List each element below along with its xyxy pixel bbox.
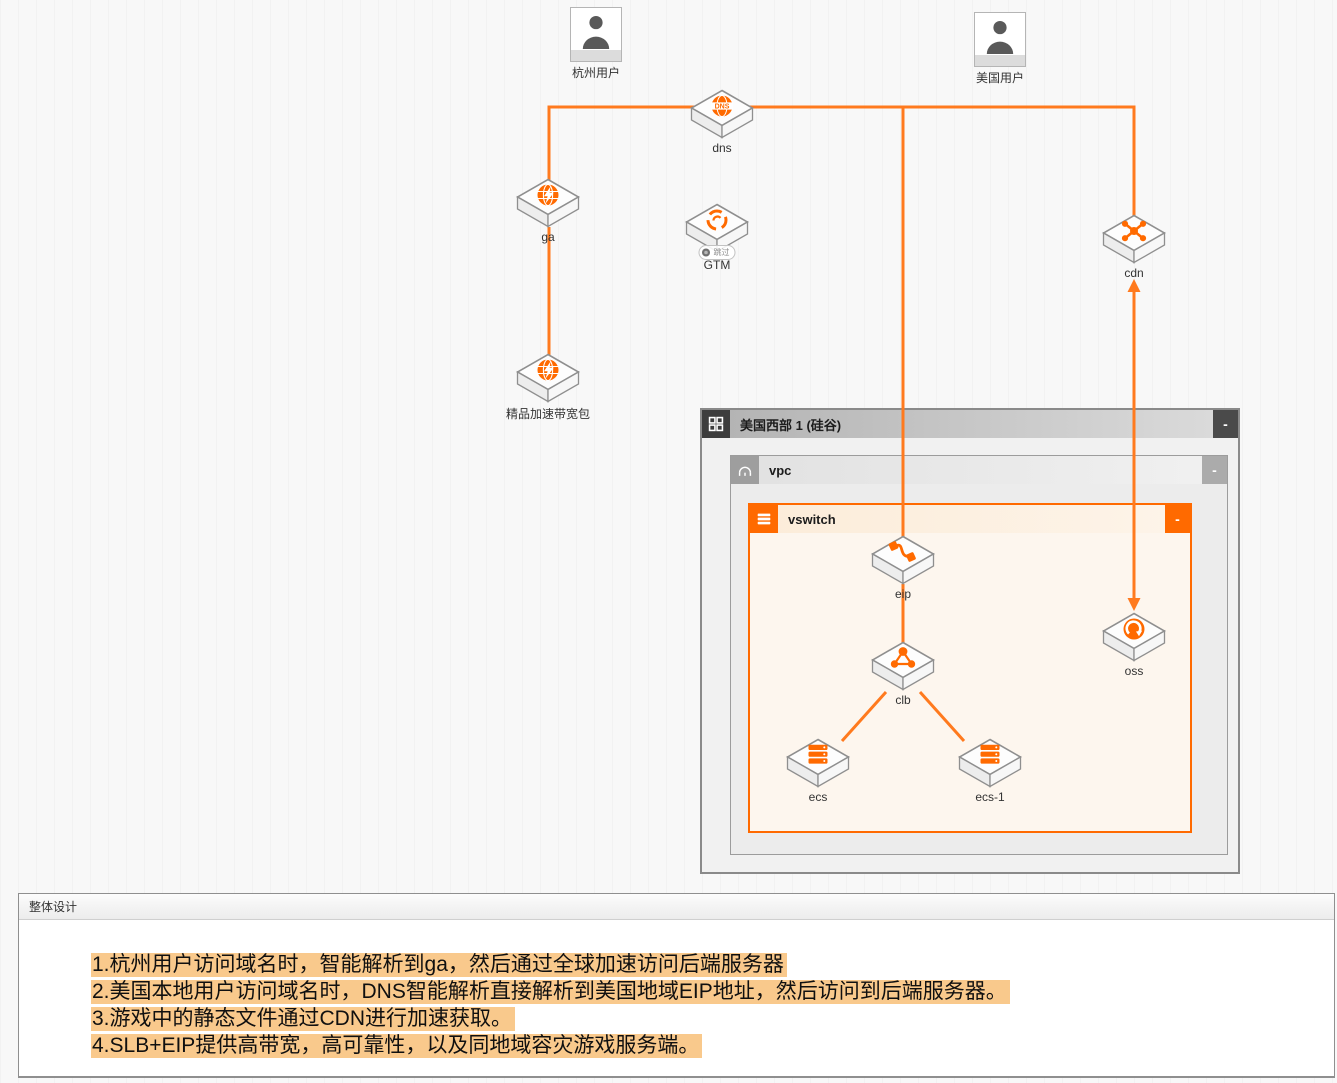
node-ga[interactable]: ga <box>516 178 580 244</box>
group-vswitch-title: vswitch <box>788 511 836 527</box>
eip-icon <box>871 535 935 585</box>
vswitch-icon <box>750 505 778 533</box>
node-ga-label: ga <box>541 230 555 244</box>
node-ecs-1[interactable]: ecs-1 <box>958 738 1022 804</box>
bandwidth-icon <box>516 353 580 403</box>
node-dns[interactable]: DNS dns <box>690 89 754 155</box>
arrowhead-to-cdn <box>1127 279 1141 292</box>
ecs-icon <box>958 738 1022 788</box>
node-oss-label: oss <box>1124 664 1144 678</box>
node-user-us[interactable]: 美国用户 <box>974 12 1026 85</box>
ga-icon <box>516 178 580 228</box>
vpc-collapse-button[interactable]: - <box>1202 456 1227 484</box>
gtm-skip-badge-label: 跳过 <box>713 248 730 257</box>
user-card-strip <box>975 55 1025 66</box>
user-icon <box>570 7 622 62</box>
user-icon <box>974 12 1026 67</box>
dns-icon: DNS <box>690 89 754 139</box>
notes-panel-title: 整体设计 <box>29 900 78 914</box>
node-cdn[interactable]: cdn <box>1102 214 1166 280</box>
cdn-icon <box>1102 214 1166 264</box>
region-grid-icon <box>702 410 730 438</box>
note-line-1: 1.杭州用户访问域名时，智能解析到ga，然后通过全球加速访问后端服务器 <box>91 951 1324 978</box>
clb-icon <box>871 641 935 691</box>
edge-dns-ga-cdn[interactable] <box>547 105 1136 216</box>
node-clb-label: clb <box>895 693 911 707</box>
node-user-hangzhou-label: 杭州用户 <box>571 66 621 80</box>
vpc-icon <box>731 456 759 484</box>
node-eip[interactable]: eip <box>871 535 935 601</box>
svg-text:DNS: DNS <box>715 104 730 111</box>
notes-panel-header[interactable]: 整体设计 <box>19 894 1334 920</box>
node-cdn-label: cdn <box>1124 266 1144 280</box>
group-region-header[interactable]: 美国西部 1 (硅谷) - <box>702 410 1238 438</box>
group-region-title: 美国西部 1 (硅谷) <box>740 417 842 433</box>
node-gtm-label: GTM <box>703 258 731 272</box>
note-line-3: 3.游戏中的静态文件通过CDN进行加速获取。 <box>91 1005 1324 1032</box>
group-vswitch-header[interactable]: vswitch - <box>750 505 1190 533</box>
node-oss[interactable]: oss <box>1102 612 1166 678</box>
node-bandwidth-label: 精品加速带宽包 <box>505 407 591 421</box>
notes-body: 1.杭州用户访问域名时，智能解析到ga，然后通过全球加速访问后端服务器 2.美国… <box>19 920 1334 1059</box>
group-vpc-title: vpc <box>769 462 792 478</box>
skip-status-icon <box>702 248 710 257</box>
node-eip-label: eip <box>894 587 912 601</box>
user-card-strip <box>571 50 621 61</box>
vswitch-collapse-button[interactable]: - <box>1165 505 1190 533</box>
note-line-4: 4.SLB+EIP提供高带宽，高可靠性，以及同地域容灾游戏服务端。 <box>91 1032 1324 1059</box>
node-gtm[interactable]: 跳过 GTM <box>685 203 749 272</box>
node-user-us-label: 美国用户 <box>975 71 1025 85</box>
ecs-icon <box>786 738 850 788</box>
node-clb[interactable]: clb <box>871 641 935 707</box>
region-collapse-button[interactable]: - <box>1213 410 1238 438</box>
gtm-skip-badge[interactable]: 跳过 <box>698 245 736 260</box>
node-bandwidth-package[interactable]: 精品加速带宽包 <box>506 353 590 421</box>
node-user-hangzhou[interactable]: 杭州用户 <box>570 7 622 80</box>
oss-icon <box>1102 612 1166 662</box>
note-line-2: 2.美国本地用户访问域名时，DNS智能解析直接解析到美国地域EIP地址，然后访问… <box>91 978 1324 1005</box>
node-ecs-1-label: ecs-1 <box>975 790 1005 804</box>
notes-panel: 整体设计 1.杭州用户访问域名时，智能解析到ga，然后通过全球加速访问后端服务器… <box>18 893 1335 1078</box>
group-vpc-header[interactable]: vpc - <box>731 456 1227 484</box>
node-ecs[interactable]: ecs <box>786 738 850 804</box>
node-ecs-label: ecs <box>808 790 828 804</box>
node-dns-label: dns <box>712 141 732 155</box>
